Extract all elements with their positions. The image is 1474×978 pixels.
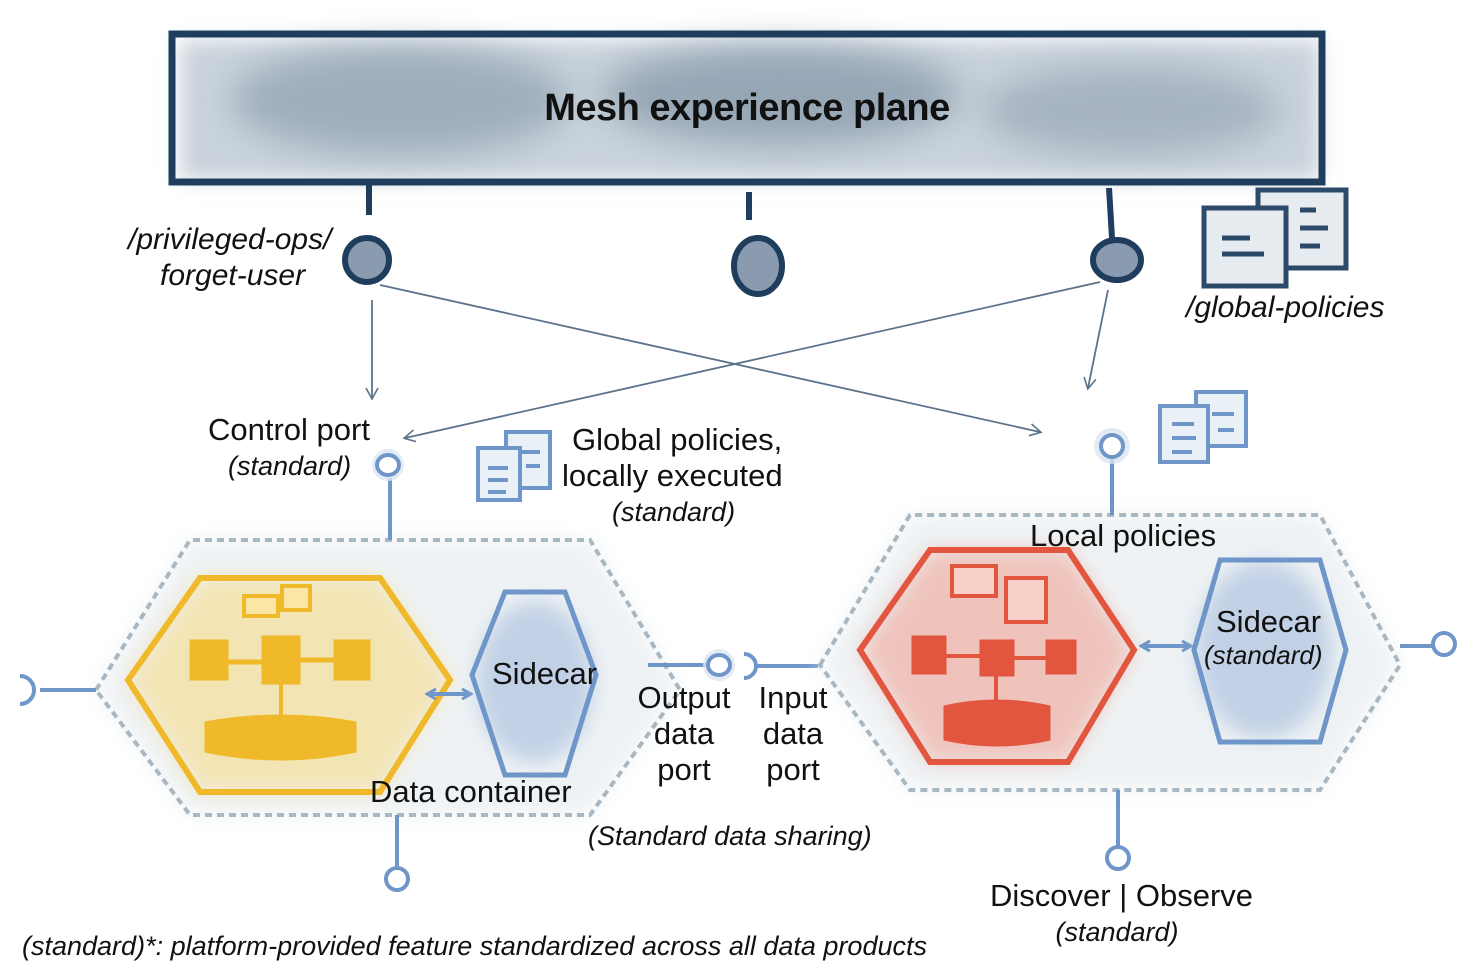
- global-policies-endpoint: /global-policies: [1186, 291, 1385, 324]
- right-sidecar-label: Sidecar: [1216, 604, 1322, 639]
- output-port-label-2: data: [653, 716, 715, 751]
- output-port-label-3: port: [657, 752, 711, 787]
- output-port-label-1: Output: [637, 680, 731, 715]
- forget-user-port-icon[interactable]: [342, 235, 392, 285]
- right-sidecar-standard: (standard): [1204, 640, 1323, 670]
- footnote: (standard)*: platform-provided feature s…: [22, 931, 927, 961]
- input-port-label-1: Input: [758, 680, 828, 715]
- control-port-standard: (standard): [228, 451, 352, 481]
- right-output-port-icon[interactable]: [1400, 631, 1457, 657]
- global-policies-note-standard: (standard): [612, 497, 736, 527]
- input-port-label-2: data: [762, 716, 824, 751]
- left-discover-port-icon[interactable]: [384, 815, 410, 892]
- input-data-port-icon[interactable]: [743, 652, 818, 680]
- mesh-experience-plane-title: Mesh experience plane: [544, 86, 950, 129]
- local-policies-label: Local policies: [1030, 518, 1217, 553]
- output-data-port-icon[interactable]: [648, 649, 735, 681]
- local-policies-document-icon: [1158, 390, 1248, 464]
- left-sidecar-hexagon[interactable]: [469, 589, 599, 778]
- discover-observe-label: Discover | Observe: [990, 878, 1254, 913]
- discover-observe-port-icon[interactable]: [1105, 790, 1131, 871]
- forget-user-endpoint-line2: forget-user: [160, 259, 306, 292]
- plane-stems: [366, 184, 1115, 239]
- global-policies-note-line2: locally executed: [562, 458, 783, 493]
- left-input-socket-icon: [19, 674, 96, 706]
- data-container-label: Data container: [370, 774, 572, 809]
- global-policies-note-line1: Global policies,: [572, 422, 783, 457]
- input-port-label-3: port: [766, 752, 820, 787]
- data-pipeline-icon: [189, 584, 371, 761]
- discover-observe-standard: (standard): [1055, 917, 1179, 947]
- control-port-icon[interactable]: [372, 449, 404, 540]
- global-policies-document-icon: [1201, 187, 1349, 289]
- global-policies-port-icon[interactable]: [1090, 237, 1144, 283]
- middle-port-icon[interactable]: [731, 235, 785, 297]
- control-port-label: Control port: [208, 412, 370, 447]
- forget-user-endpoint-line1: /privileged-ops/: [128, 223, 332, 256]
- left-sidecar-label: Sidecar: [492, 656, 598, 691]
- policy-connection-arrows: [365, 281, 1109, 443]
- right-sidecar-hexagon[interactable]: [1191, 557, 1349, 745]
- right-data-pipeline-icon: [911, 564, 1077, 747]
- standard-data-sharing-label: (Standard data sharing): [588, 821, 872, 851]
- global-policies-local-document-icon: [476, 430, 552, 502]
- mesh-experience-plane: [168, 30, 1326, 186]
- right-control-port-icon[interactable]: [1094, 428, 1130, 515]
